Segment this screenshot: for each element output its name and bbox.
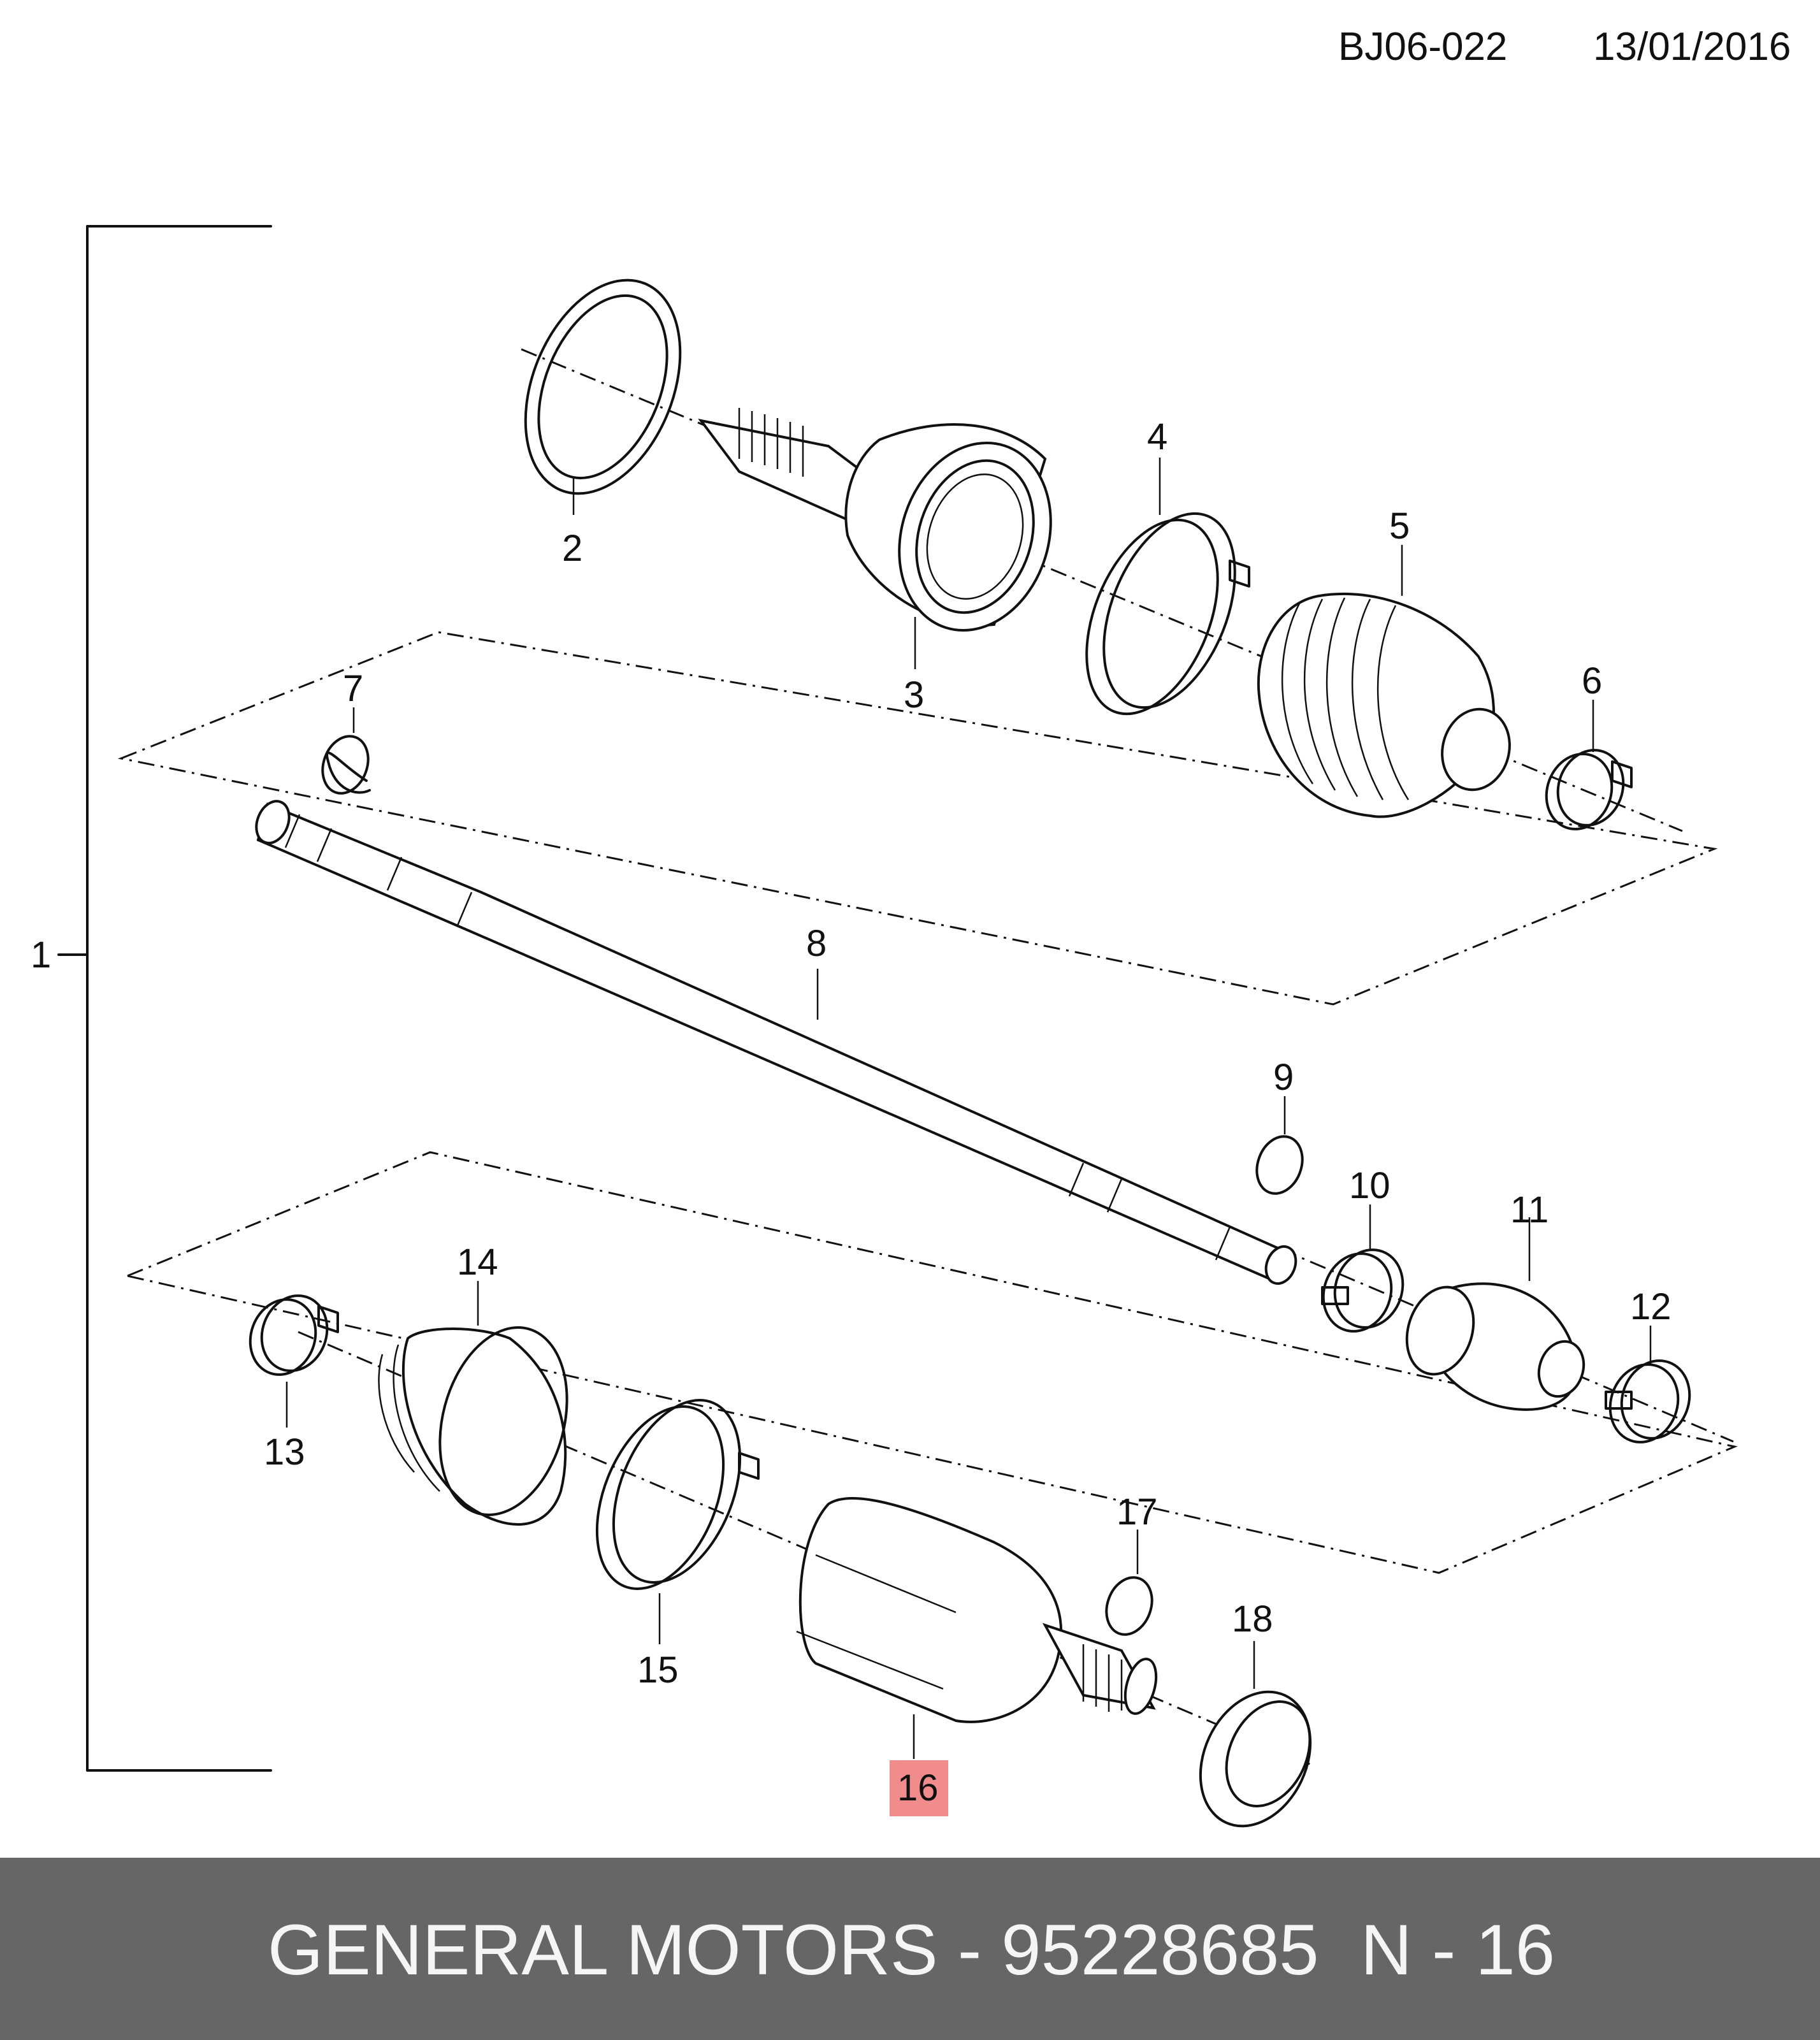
callout-4: 4: [1147, 416, 1167, 458]
part-13-small-clamp: [249, 1294, 339, 1376]
footer-bar: GENERAL MOTORS - 95228685 N - 16: [0, 1858, 1820, 2040]
footer-part-reference: N - 16: [1361, 1910, 1555, 1990]
part-11-inner-boot: [1405, 1282, 1585, 1411]
part-16-inner-cv-joint: [796, 1496, 1158, 1723]
part-2-seal-ring: [524, 279, 682, 495]
part-3-outer-cv-joint: [698, 408, 1052, 632]
part-6-small-clamp: [1545, 749, 1633, 830]
callout-18: 18: [1232, 1598, 1273, 1640]
part-12-clamp: [1605, 1359, 1691, 1443]
callout-1: 1: [31, 934, 51, 976]
callout-2: 2: [562, 528, 582, 569]
callout-9: 9: [1273, 1057, 1294, 1098]
footer-title: GENERAL MOTORS - 95228685: [268, 1910, 1319, 1990]
callout-11: 11: [1510, 1189, 1549, 1231]
exploded-view-drawing: 1 2 3 4 5 6 7 8 9 10 11 12 13 14 15 16 1…: [31, 225, 1738, 1828]
part-17-snap-ring: [1105, 1576, 1153, 1636]
callout-13: 13: [264, 1431, 305, 1473]
callout-14: 14: [457, 1241, 498, 1283]
callout-3: 3: [904, 674, 924, 716]
callout-17: 17: [1116, 1491, 1158, 1533]
callout-6: 6: [1582, 660, 1602, 702]
callout-8: 8: [806, 923, 827, 964]
part-10-clamp: [1321, 1248, 1405, 1333]
part-8-shaft: [255, 800, 1297, 1285]
part-14-boot: [378, 1326, 568, 1526]
part-7-snap-ring: [321, 735, 371, 795]
document-code: BJ06-022: [1338, 25, 1508, 69]
lower-group-boundary: [124, 1151, 1738, 1574]
part-18-seal: [1199, 1690, 1312, 1828]
part-15-clamp-band: [595, 1399, 760, 1590]
part-4-clamp-band: [1085, 512, 1250, 716]
callout-15: 15: [637, 1649, 679, 1691]
part-5-outer-boot: [1257, 592, 1511, 818]
callout-10: 10: [1349, 1165, 1390, 1206]
document-date: 13/01/2016: [1593, 25, 1791, 69]
upper-group-boundary: [117, 631, 1718, 1006]
assembly-bracket: [57, 225, 272, 1772]
leader-lines: [285, 458, 1652, 1759]
callout-12: 12: [1630, 1286, 1672, 1327]
callout-16-highlight: [890, 1760, 948, 1816]
part-9-snap-ring: [1255, 1135, 1304, 1195]
callout-16: 16: [897, 1767, 939, 1809]
callout-5: 5: [1389, 505, 1410, 547]
callout-7: 7: [343, 668, 363, 709]
